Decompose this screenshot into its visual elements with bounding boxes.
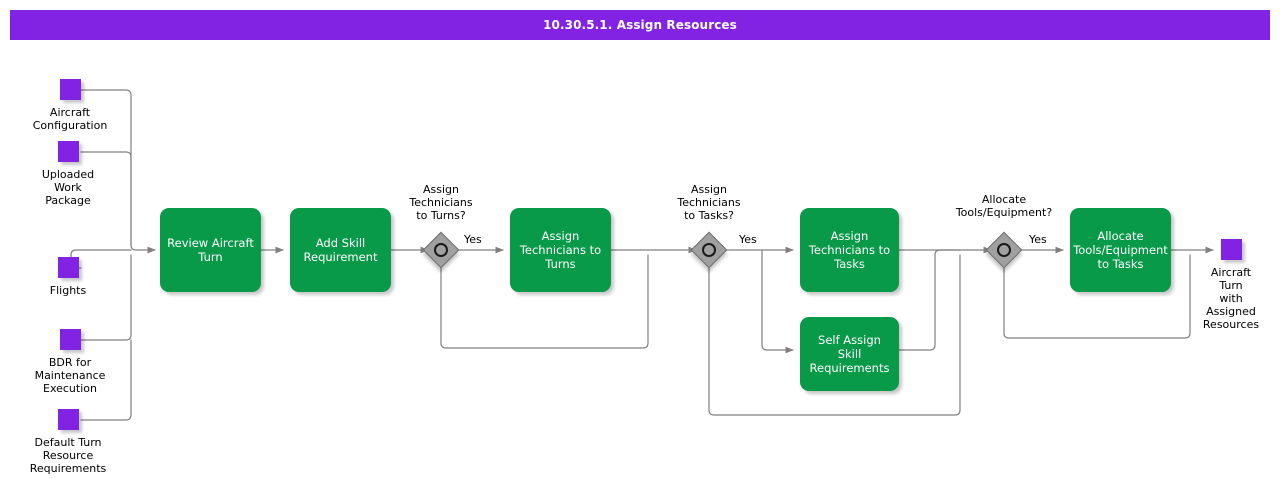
object-node-default-turn-resource-requirements[interactable]: Default Turn Resource Requirements [29, 409, 107, 475]
process-label: Review Aircraft Turn [167, 236, 254, 264]
object-node-label: Flights [49, 284, 87, 297]
edge-label-gateway1-yes: Yes [464, 233, 482, 246]
data-object-icon [57, 257, 79, 278]
process-label: Self Assign Skill Requirements [809, 333, 890, 375]
gateway-inclusive-ring-icon [702, 243, 716, 257]
process-label: Add Skill Requirement [303, 236, 378, 264]
gateway-label-allocate-tools-equipment: Allocate Tools/Equipment? [955, 193, 1053, 219]
object-node-label: BDR for Maintenance Execution [34, 356, 106, 395]
edge-label-gateway3-yes: Yes [1029, 233, 1047, 246]
data-object-icon [59, 329, 81, 350]
process-label: Assign Technicians to Tasks [808, 229, 891, 271]
edge-label-gateway2-yes: Yes [739, 233, 757, 246]
process-label: Assign Technicians to Turns [519, 229, 602, 271]
process-assign-technicians-to-turns[interactable]: Assign Technicians to Turns [510, 208, 611, 292]
object-node-label: Aircraft Turn with Assigned Resources [1202, 266, 1260, 331]
gateway-allocate-tools-equipment[interactable] [985, 231, 1023, 269]
object-node-aircraft-turn-with-assigned-resources[interactable]: Aircraft Turn with Assigned Resources [1196, 239, 1266, 331]
object-node-label: Uploaded Work Package [41, 168, 95, 207]
gateway-inclusive-ring-icon [997, 243, 1011, 257]
page-title-banner: 10.30.5.1. Assign Resources [10, 10, 1270, 40]
data-object-icon [57, 409, 79, 430]
object-node-flights[interactable]: Flights [33, 257, 103, 297]
gateway-inclusive-ring-icon [434, 243, 448, 257]
data-object-icon [59, 79, 81, 100]
object-node-label: Aircraft Configuration [32, 106, 108, 132]
wire-gateway2-yes-self-assign [761, 249, 794, 354]
gateway-label-assign-technicians-to-tasks: Assign Technicians to Tasks? [677, 183, 741, 222]
process-label: Allocate Tools/Equipment to Tasks [1073, 229, 1168, 271]
data-object-icon [57, 141, 79, 162]
wire-self-assign-merge [898, 249, 961, 351]
object-node-label: Default Turn Resource Requirements [29, 436, 107, 475]
object-node-uploaded-work-package[interactable]: Uploaded Work Package [33, 141, 103, 207]
gateway-assign-technicians-to-tasks[interactable] [690, 231, 728, 269]
process-self-assign-skill-requirements[interactable]: Self Assign Skill Requirements [800, 317, 899, 391]
data-object-icon [1220, 239, 1242, 260]
gateway-assign-technicians-to-turns[interactable] [422, 231, 460, 269]
process-add-skill-requirement[interactable]: Add Skill Requirement [290, 208, 391, 292]
process-allocate-tools-equipment-to-tasks[interactable]: Allocate Tools/Equipment to Tasks [1070, 208, 1171, 292]
object-node-aircraft-configuration[interactable]: Aircraft Configuration [32, 79, 108, 132]
process-review-aircraft-turn[interactable]: Review Aircraft Turn [160, 208, 261, 292]
process-assign-technicians-to-tasks[interactable]: Assign Technicians to Tasks [800, 208, 899, 292]
gateway-label-assign-technicians-to-turns: Assign Technicians to Turns? [409, 183, 473, 222]
page-title: 10.30.5.1. Assign Resources [543, 18, 737, 32]
object-node-bdr-for-maintenance-execution[interactable]: BDR for Maintenance Execution [35, 329, 105, 395]
